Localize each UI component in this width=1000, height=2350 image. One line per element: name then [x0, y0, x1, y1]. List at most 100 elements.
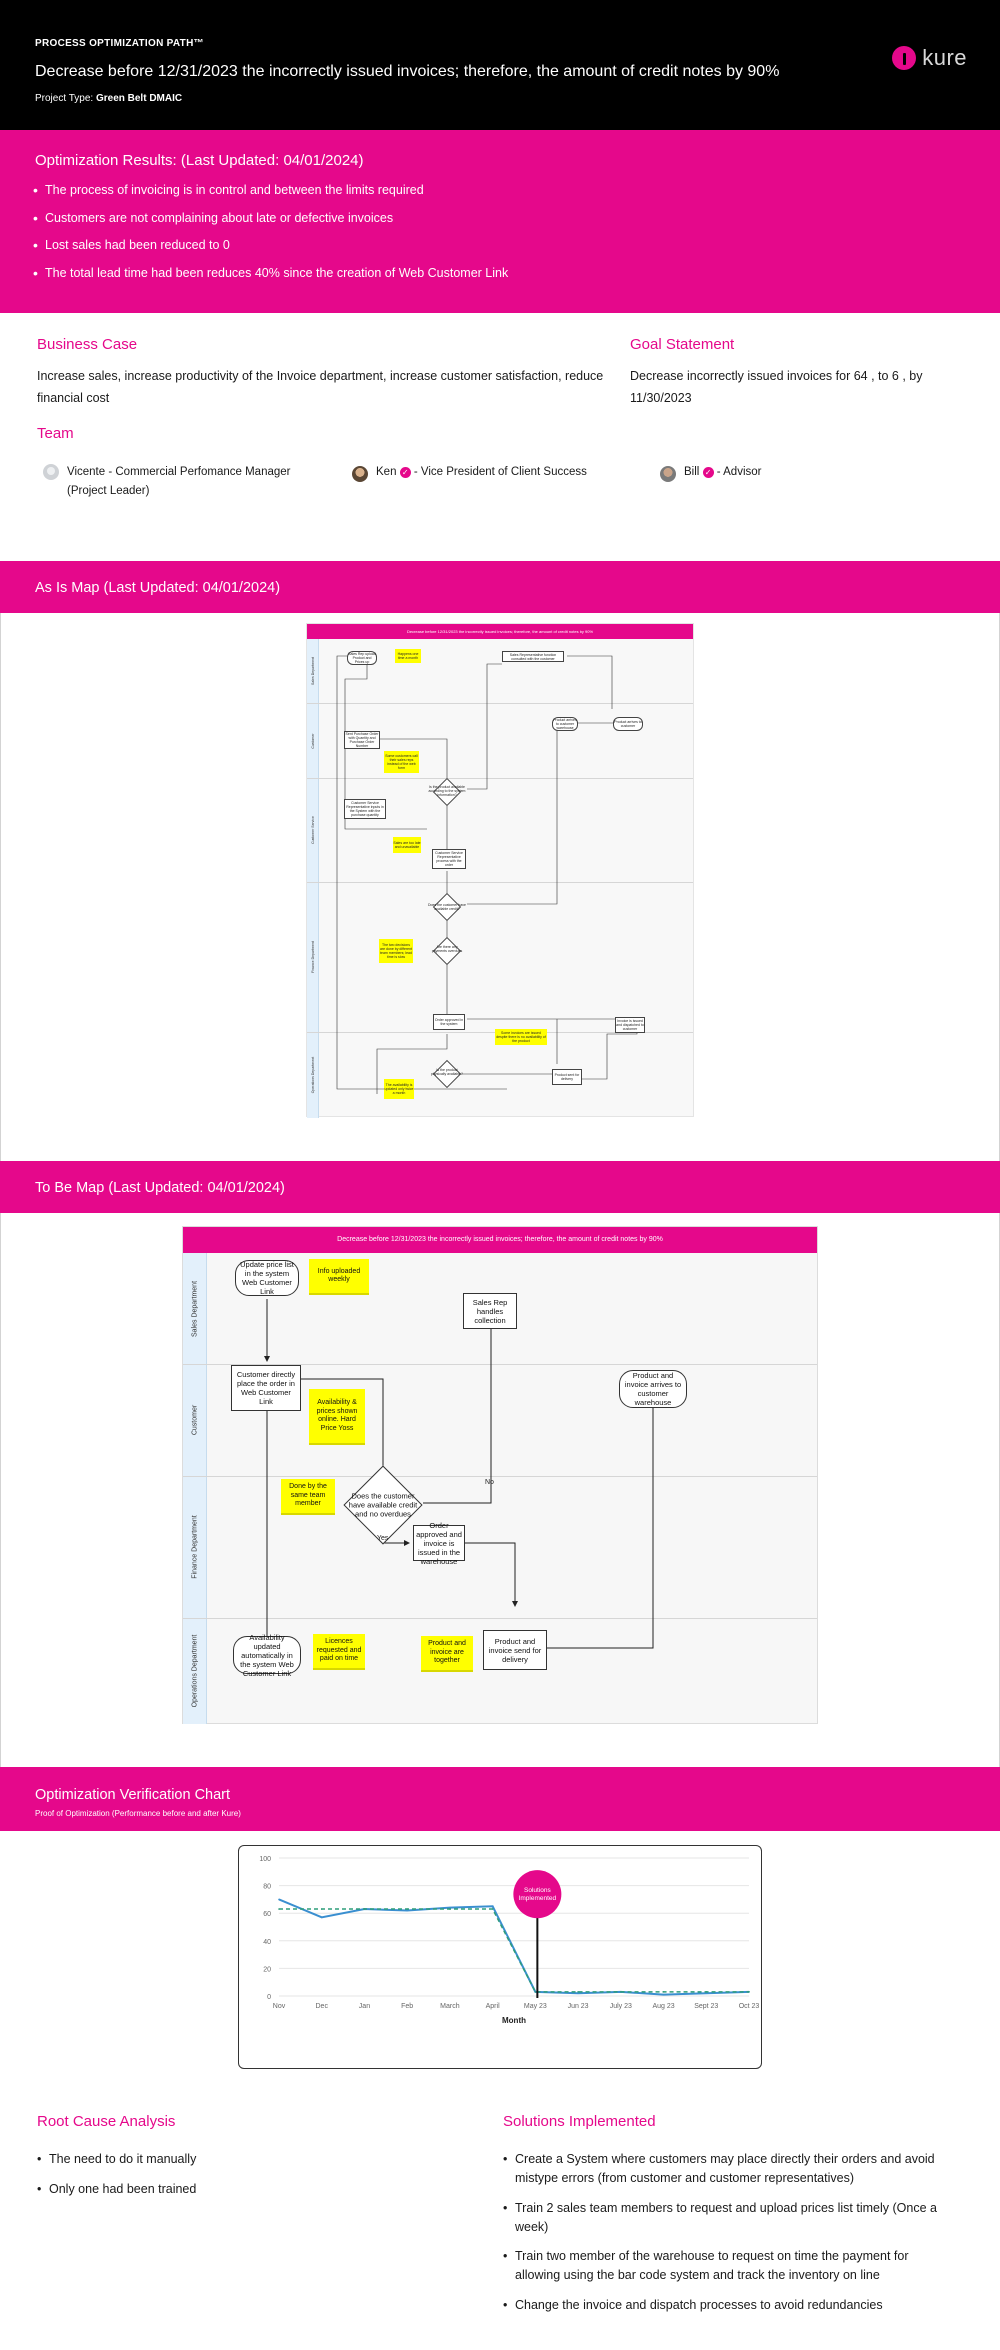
business-case: Business Case Increase sales, increase p… — [37, 336, 607, 409]
as-is-connectors — [336, 655, 638, 1094]
decision-label: Does the customer have available credit? — [428, 903, 466, 911]
flow-node[interactable]: Sent Purchase Order with Quantity and Pu… — [344, 731, 380, 749]
member-text: Vicente - Commercial Perfomance Manager … — [67, 463, 291, 501]
note-availability-prices: Availability & prices shown online. Hard… — [309, 1389, 365, 1445]
decision-diamond[interactable]: Does the customer have available credit … — [343, 1465, 423, 1545]
results-list: The process of invoicing is in control a… — [33, 182, 965, 281]
root-cause-list: The need to do it manually Only one had … — [37, 2150, 437, 2199]
note-licences: Licences requested and paid on time — [313, 1634, 365, 1670]
x-tick-label: Oct 23 — [739, 2003, 760, 2010]
root-cause-title: Root Cause Analysis — [37, 2113, 176, 2130]
to-be-map[interactable]: Decrease before 12/31/2023 the incorrect… — [182, 1226, 818, 1724]
label-no: No — [485, 1479, 494, 1486]
to-be-map-canvas: Sales Department Customer Finance Depart… — [183, 1253, 817, 1724]
to-be-lane-label: Customer — [183, 1364, 207, 1476]
to-be-map-title: To Be Map (Last Updated: 04/01/2024) — [35, 1180, 285, 1196]
as-is-lane-label: Finance Department — [307, 882, 319, 1032]
label-yes: Yes — [377, 1535, 389, 1542]
team-member-vicente[interactable]: Vicente - Commercial Perfomance Manager … — [43, 463, 291, 501]
project-type-value: Green Belt DMAIC — [95, 93, 183, 104]
sticky-note: Some invoices are issued despite there i… — [495, 1029, 547, 1045]
data-point — [406, 1909, 408, 1912]
node-update-price[interactable]: Update price list in the system Web Cust… — [235, 1260, 299, 1296]
list-item: Lost sales had been reduced to 0 — [33, 237, 965, 253]
solutions-callout-label-1: Solutions — [524, 1887, 551, 1894]
verification-title: Optimization Verification Chart — [35, 1787, 231, 1803]
node-customer-order[interactable]: Customer directly place the order in Web… — [231, 1365, 301, 1411]
flow-node[interactable]: Order approved in the system — [433, 1014, 465, 1030]
results-title: Optimization Results: (Last Updated: 04/… — [35, 152, 364, 169]
project-type-label: Project Type: — [35, 93, 94, 104]
data-point — [363, 1908, 366, 1910]
y-tick-label: 20 — [263, 1966, 271, 1973]
data-point — [491, 1905, 494, 1908]
node-product-arrives[interactable]: Product and invoice arrives to customer … — [619, 1370, 687, 1408]
member-text: Ken ✓ - Vice President of Client Success — [376, 465, 587, 480]
to-be-connectors — [264, 1299, 656, 1649]
as-is-map-title: As Is Map (Last Updated: 04/01/2024) — [35, 580, 281, 596]
data-point — [620, 1991, 622, 1993]
flow-node[interactable]: Customer Service Representative inputs i… — [344, 799, 386, 819]
flow-node[interactable]: Product sent for delivery — [552, 1069, 582, 1085]
solutions-title: Solutions Implemented — [503, 2113, 656, 2130]
avatar — [352, 466, 368, 482]
team-title: Team — [37, 425, 74, 442]
x-tick-label: Feb — [401, 2003, 413, 2010]
page-header: PROCESS OPTIMIZATION PATH™ Decrease befo… — [0, 0, 1000, 130]
data-point — [577, 1991, 579, 1993]
y-tick-label: 100 — [259, 1856, 271, 1863]
business-case-text: Increase sales, increase productivity of… — [37, 369, 604, 405]
team-member-ken[interactable]: Ken ✓ - Vice President of Client Success — [352, 465, 587, 482]
node-order-approved[interactable]: Order approved and invoice is issued in … — [413, 1521, 465, 1566]
flow-node[interactable]: Sales Representative function consulted … — [502, 651, 564, 662]
data-point — [278, 1898, 280, 1901]
as-is-map[interactable]: Decrease before 12/31/2023 the incorrect… — [306, 623, 694, 1118]
sticky-note: Happens one time a month — [395, 649, 421, 663]
kure-logo-icon — [892, 46, 917, 70]
note-info-uploaded: Info uploaded weekly — [309, 1259, 369, 1295]
data-point — [662, 1993, 665, 1996]
to-be-lane-label: Sales Department — [183, 1253, 207, 1364]
sticky-note: The availability is updated only twice a… — [384, 1079, 414, 1099]
flow-node[interactable]: Sales Rep upload Product and Prices up — [347, 651, 377, 665]
goal-statement-title: Goal Statement — [630, 336, 735, 353]
data-point — [278, 1908, 280, 1910]
lane-divider — [183, 1618, 817, 1619]
flow-node[interactable]: Product arrives to customer — [613, 717, 643, 731]
to-be-map-bar: To Be Map (Last Updated: 04/01/2024) — [0, 1161, 1000, 1213]
as-is-lane-label: Sales Department — [307, 639, 319, 703]
x-tick-label: Aug 23 — [652, 2003, 674, 2010]
goal-statement: Goal Statement Decrease incorrectly issu… — [630, 336, 960, 409]
note-same-member: Done by the same team member — [281, 1479, 335, 1515]
flow-node[interactable]: Customer Service Representative process … — [432, 849, 466, 869]
flow-node[interactable]: Invoice is issued and dispatched to cust… — [615, 1017, 645, 1033]
kure-logo[interactable]: kure — [892, 45, 967, 71]
solutions-implemented: Solutions Implemented Create a System wh… — [503, 2113, 943, 2325]
root-cause-analysis: Root Cause Analysis The need to do it ma… — [37, 2113, 437, 2209]
y-tick-label: 80 — [263, 1884, 271, 1891]
avatar — [660, 466, 676, 482]
x-tick-label: March — [440, 2003, 460, 2010]
data-point — [320, 1916, 323, 1919]
sticky-note: Some customers call their sales reps ins… — [384, 751, 419, 773]
data-point — [406, 1908, 408, 1910]
member-name: Vicente - Commercial Perfomance Manager — [67, 466, 291, 478]
goal-statement-text: Decrease incorrectly issued invoices for… — [630, 369, 923, 405]
data-point — [748, 1991, 750, 1993]
lane-divider — [307, 882, 693, 883]
decision-label: Does the customer have available credit … — [348, 1491, 418, 1519]
note-together: Product and invoice are together — [421, 1636, 473, 1672]
list-item: Create a System where customers may plac… — [503, 2150, 943, 2188]
data-point — [449, 1906, 451, 1909]
node-sales-rep[interactable]: Sales Rep handles collection — [463, 1293, 517, 1329]
team-member-bill[interactable]: Bill ✓ - Advisor — [660, 465, 762, 482]
avatar — [43, 464, 59, 480]
list-item: The process of invoicing is in control a… — [33, 182, 965, 198]
kure-logo-text: kure — [922, 45, 967, 70]
flow-node[interactable]: Product arrives to customer warehouse — [552, 717, 578, 731]
list-item: Change the invoice and dispatch processe… — [503, 2296, 943, 2315]
to-be-map-header: Decrease before 12/31/2023 the incorrect… — [183, 1227, 817, 1253]
node-product-send[interactable]: Product and invoice send for delivery — [483, 1630, 547, 1670]
node-availability-updated[interactable]: Availability updated automatically in th… — [233, 1633, 301, 1678]
